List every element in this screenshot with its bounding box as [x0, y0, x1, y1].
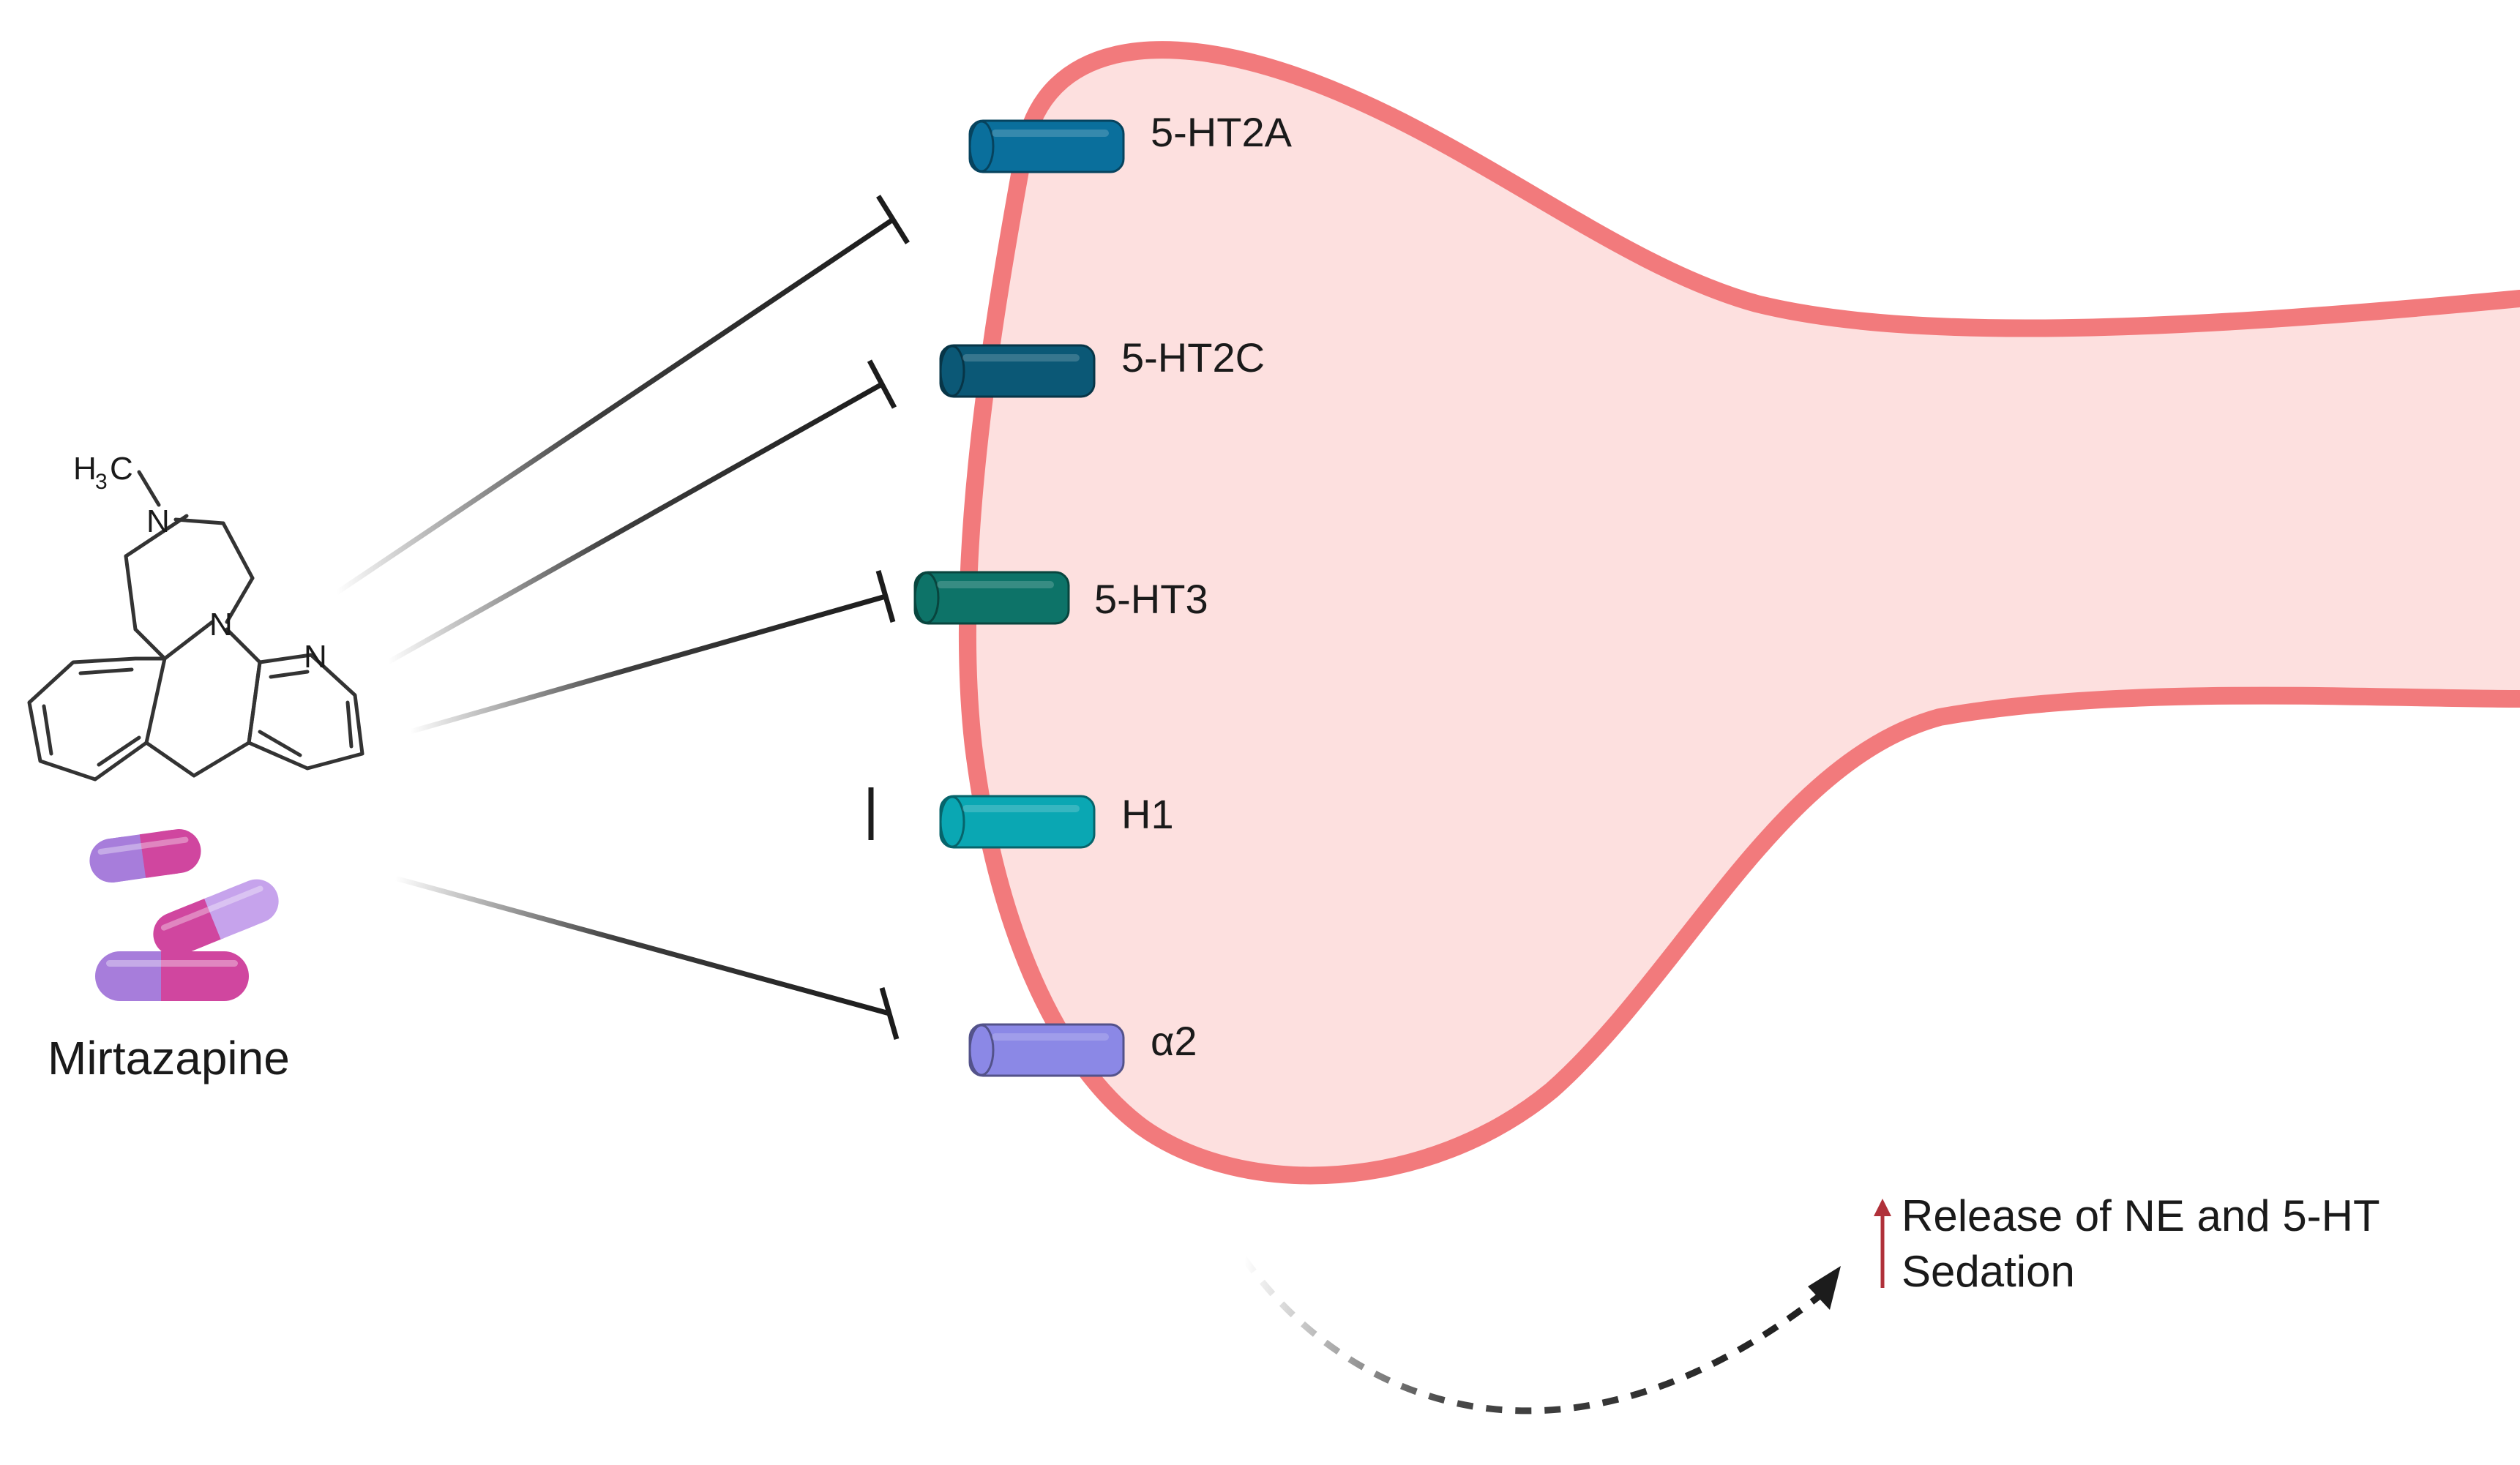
capsule-icon	[89, 829, 201, 883]
inhibition-5ht2a	[335, 195, 910, 595]
receptor-highlight	[962, 354, 1080, 361]
receptor-5ht3: 5-HT3	[913, 571, 1208, 625]
receptor-highlight	[937, 581, 1054, 588]
receptor-end-cap	[939, 345, 965, 397]
increase-arrowhead	[1874, 1199, 1891, 1216]
capsule-icon	[153, 879, 279, 956]
receptor-h1: H1	[939, 791, 1174, 849]
inhibition-5ht2c	[386, 359, 897, 665]
piperazine-n-label: N	[146, 503, 170, 539]
capsule-icon	[95, 951, 249, 1001]
receptor-cylinder	[939, 795, 1096, 849]
outcome-block: Release of NE and 5-HT Sedation	[1874, 1191, 2380, 1296]
methyl-label-c: C	[110, 451, 133, 487]
receptor-5ht2a: 5-HT2A	[968, 109, 1293, 173]
receptor-end-cap	[968, 1024, 995, 1076]
receptor-label: 5-HT2C	[1121, 334, 1265, 381]
receptor-cylinder	[968, 119, 1125, 173]
pyridine-n-label: N	[304, 639, 327, 675]
methyl-label-sub: 3	[95, 470, 108, 494]
methyl-label-h: H	[73, 451, 97, 487]
inhibition-alpha2	[395, 875, 900, 1040]
outcome-release-text: Release of NE and 5-HT	[1902, 1191, 2380, 1240]
receptor-cylinder	[968, 1023, 1125, 1077]
mirtazapine-structure	[27, 470, 364, 782]
inhibition-5ht3	[409, 570, 896, 735]
receptor-highlight	[962, 805, 1080, 812]
inhibition-h1	[410, 787, 874, 840]
receptor-cylinder	[913, 571, 1070, 625]
receptor-end-cap	[913, 572, 940, 624]
receptor-label: 5-HT3	[1094, 576, 1208, 622]
structure-atom-labels: H 3 C N N N	[73, 451, 327, 675]
outcome-arrow	[1241, 1256, 1841, 1415]
receptor-label: H1	[1121, 791, 1174, 837]
bridge-n-label: N	[209, 607, 233, 642]
neuron-terminal	[958, 41, 2520, 1185]
receptor-alpha2: α2	[968, 1018, 1197, 1077]
receptor-end-cap	[968, 120, 995, 173]
receptor-label: 5-HT2A	[1151, 109, 1293, 155]
receptor-cylinder	[939, 344, 1096, 398]
drug-name-label: Mirtazapine	[48, 1032, 290, 1084]
receptor-end-cap	[939, 795, 965, 848]
receptor-highlight	[992, 1033, 1109, 1041]
outcome-sedation-text: Sedation	[1902, 1247, 2075, 1296]
receptor-highlight	[992, 130, 1109, 137]
receptor-label: α2	[1151, 1018, 1197, 1064]
receptor-5ht2c: 5-HT2C	[939, 334, 1265, 398]
inhibition-lines	[335, 195, 910, 1040]
